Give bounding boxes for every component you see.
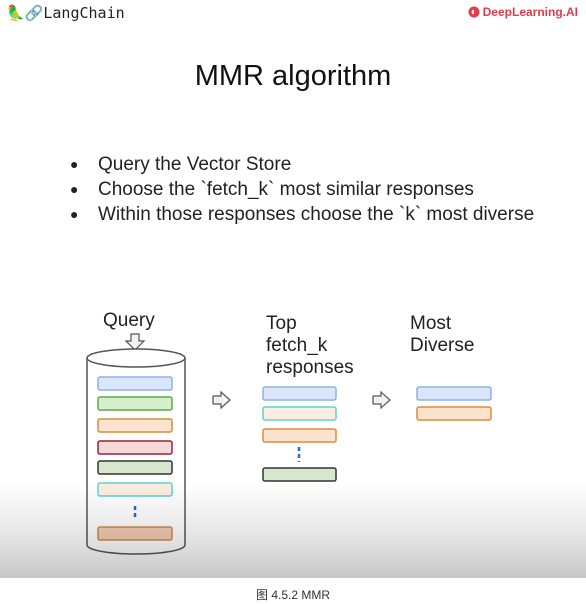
deeplearning-logo-icon: [468, 6, 480, 18]
bullet-item: Choose the `fetch_k` most similar respon…: [70, 177, 540, 202]
store-doc-brown: [97, 526, 173, 541]
store-doc-orange: [97, 418, 173, 433]
most-diverse-label: Most Diverse: [410, 313, 475, 356]
query-label: Query: [103, 310, 155, 331]
right-arrow-icon: [372, 390, 391, 410]
bullet-item: Within those responses choose the `k` mo…: [70, 202, 540, 227]
store-doc-red: [97, 440, 173, 455]
fetch-k-doc-blue: [262, 386, 337, 401]
langchain-logo: 🦜🔗LangChain: [6, 4, 125, 22]
store-doc-blue: [97, 376, 173, 391]
langchain-brand-text: 🦜🔗LangChain: [6, 4, 125, 22]
deeplearning-ai-logo: DeepLearning.AI: [468, 5, 578, 19]
fetch-k-doc-orange: [262, 428, 337, 443]
right-arrow-icon: [212, 390, 231, 410]
slide-title: MMR algorithm: [194, 60, 392, 92]
bullet-list: Query the Vector Store Choose the `fetch…: [70, 152, 540, 227]
query-down-arrow-icon: [124, 333, 146, 351]
store-doc-dark-green: [97, 460, 173, 475]
bullet-item: Query the Vector Store: [70, 152, 540, 177]
store-doc-green: [97, 396, 173, 411]
store-doc-cyan: [97, 482, 173, 497]
figure-caption: 图 4.5.2 MMR: [255, 588, 331, 602]
slide: 🦜🔗LangChain DeepLearning.AI MMR algorith…: [0, 0, 586, 578]
fetch-k-doc-dark-green: [262, 467, 337, 482]
diverse-doc-orange: [416, 406, 492, 421]
top-fetch-k-label: Top fetch_k responses: [266, 313, 354, 378]
mmr-diagram: [86, 333, 492, 555]
deeplearning-brand-text: DeepLearning.AI: [482, 5, 578, 19]
fetch-k-doc-cyan: [262, 406, 337, 421]
diverse-doc-blue: [416, 386, 492, 401]
